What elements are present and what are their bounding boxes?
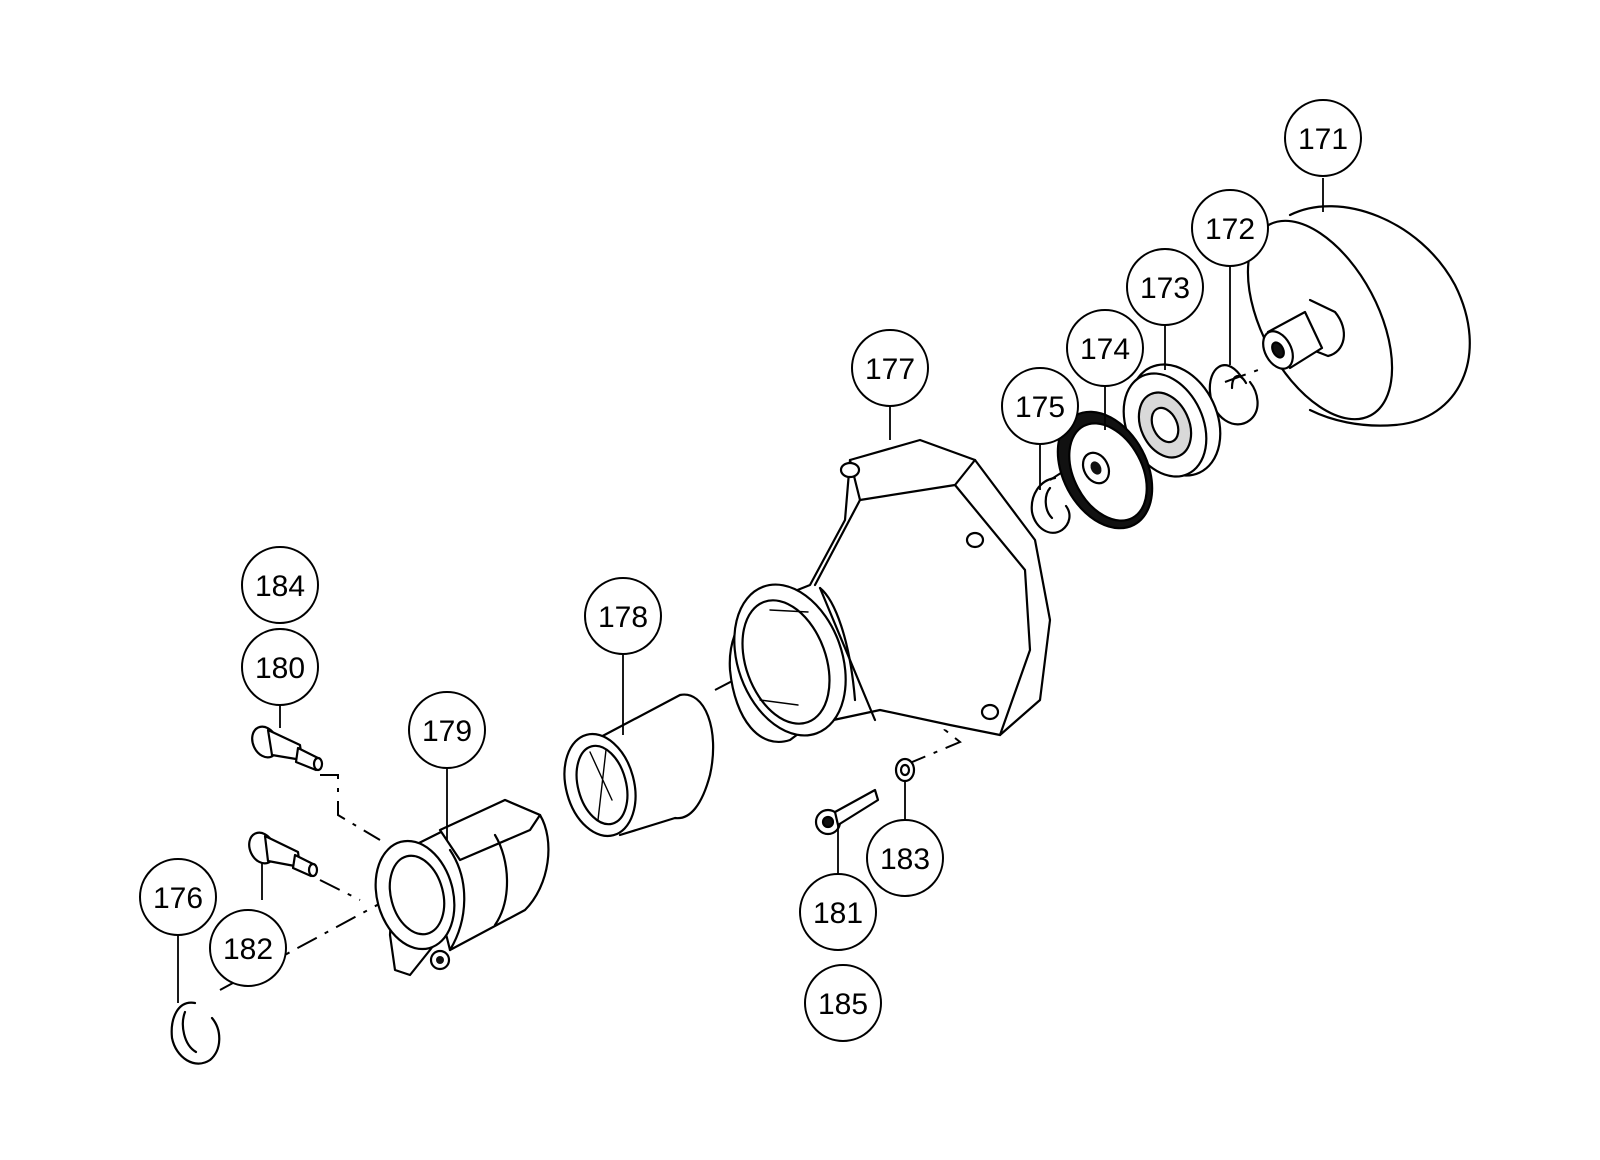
callout-178: 178 [584,577,662,655]
callout-177: 177 [851,329,929,407]
part-183-washer [894,757,916,783]
callout-circle-184 [241,546,319,624]
part-callouts: 171 172 173 174 175 176 177 178 179 180 181 182 183 1… [139,99,1362,1042]
callout-171: 171 [1284,99,1362,177]
callout-180: 180 [241,628,319,706]
part-179-clamp [374,798,550,977]
callout-182: 182 [209,909,287,987]
callout-175: 175 [1001,367,1079,445]
part-176-circlip [170,1001,221,1065]
callout-179: 179 [408,691,486,769]
part-181-bolt [814,788,880,836]
callout-text-183: 183 [880,843,930,876]
part-182-bolt [248,831,319,878]
callout-circle-178 [584,577,662,655]
part-174-gear [1056,410,1154,530]
callout-text-172: 172 [1205,213,1255,246]
callout-circle-183 [866,819,944,897]
callout-176: 176 [139,858,217,936]
part-180-bolt [251,725,324,772]
callout-circle-185 [804,964,882,1042]
callout-circle-175 [1001,367,1079,445]
callout-circle-182 [209,909,287,987]
callout-circle-181 [799,873,877,951]
callout-circle-174 [1066,309,1144,387]
part-173-bearing [1122,363,1222,478]
callout-text-175: 175 [1015,391,1065,424]
callout-183: 183 [866,819,944,897]
callout-text-173: 173 [1140,272,1190,305]
callout-181: 181 [799,873,877,951]
callout-text-181: 181 [813,897,863,930]
part-171-clutch-drum [1246,205,1471,427]
part-177-gear-case [728,438,1052,743]
callout-circle-171 [1284,99,1362,177]
callout-text-177: 177 [865,353,915,386]
callout-text-179: 179 [422,715,472,748]
part-178-sleeve [563,693,715,838]
part-175-retaining-clip [1030,476,1071,534]
callout-text-174: 174 [1080,333,1130,366]
callout-text-178: 178 [598,601,648,634]
callout-circle-180 [241,628,319,706]
callout-text-180: 180 [255,652,305,685]
part-172-circlip [1208,364,1259,426]
callout-184: 184 [241,546,319,624]
callout-text-176: 176 [153,882,203,915]
leader-lines [177,178,1324,1003]
callout-174: 174 [1066,309,1144,387]
callout-text-171: 171 [1298,123,1348,156]
callout-circle-177 [851,329,929,407]
callout-circle-173 [1126,248,1204,326]
callout-173: 173 [1126,248,1204,326]
callout-circle-179 [408,691,486,769]
callout-172: 172 [1191,189,1269,267]
callout-text-185: 185 [818,988,868,1021]
callout-circle-172 [1191,189,1269,267]
callout-text-182: 182 [223,933,273,966]
callout-185: 185 [804,964,882,1042]
callout-circle-176 [139,858,217,936]
callout-text-184: 184 [255,570,305,603]
